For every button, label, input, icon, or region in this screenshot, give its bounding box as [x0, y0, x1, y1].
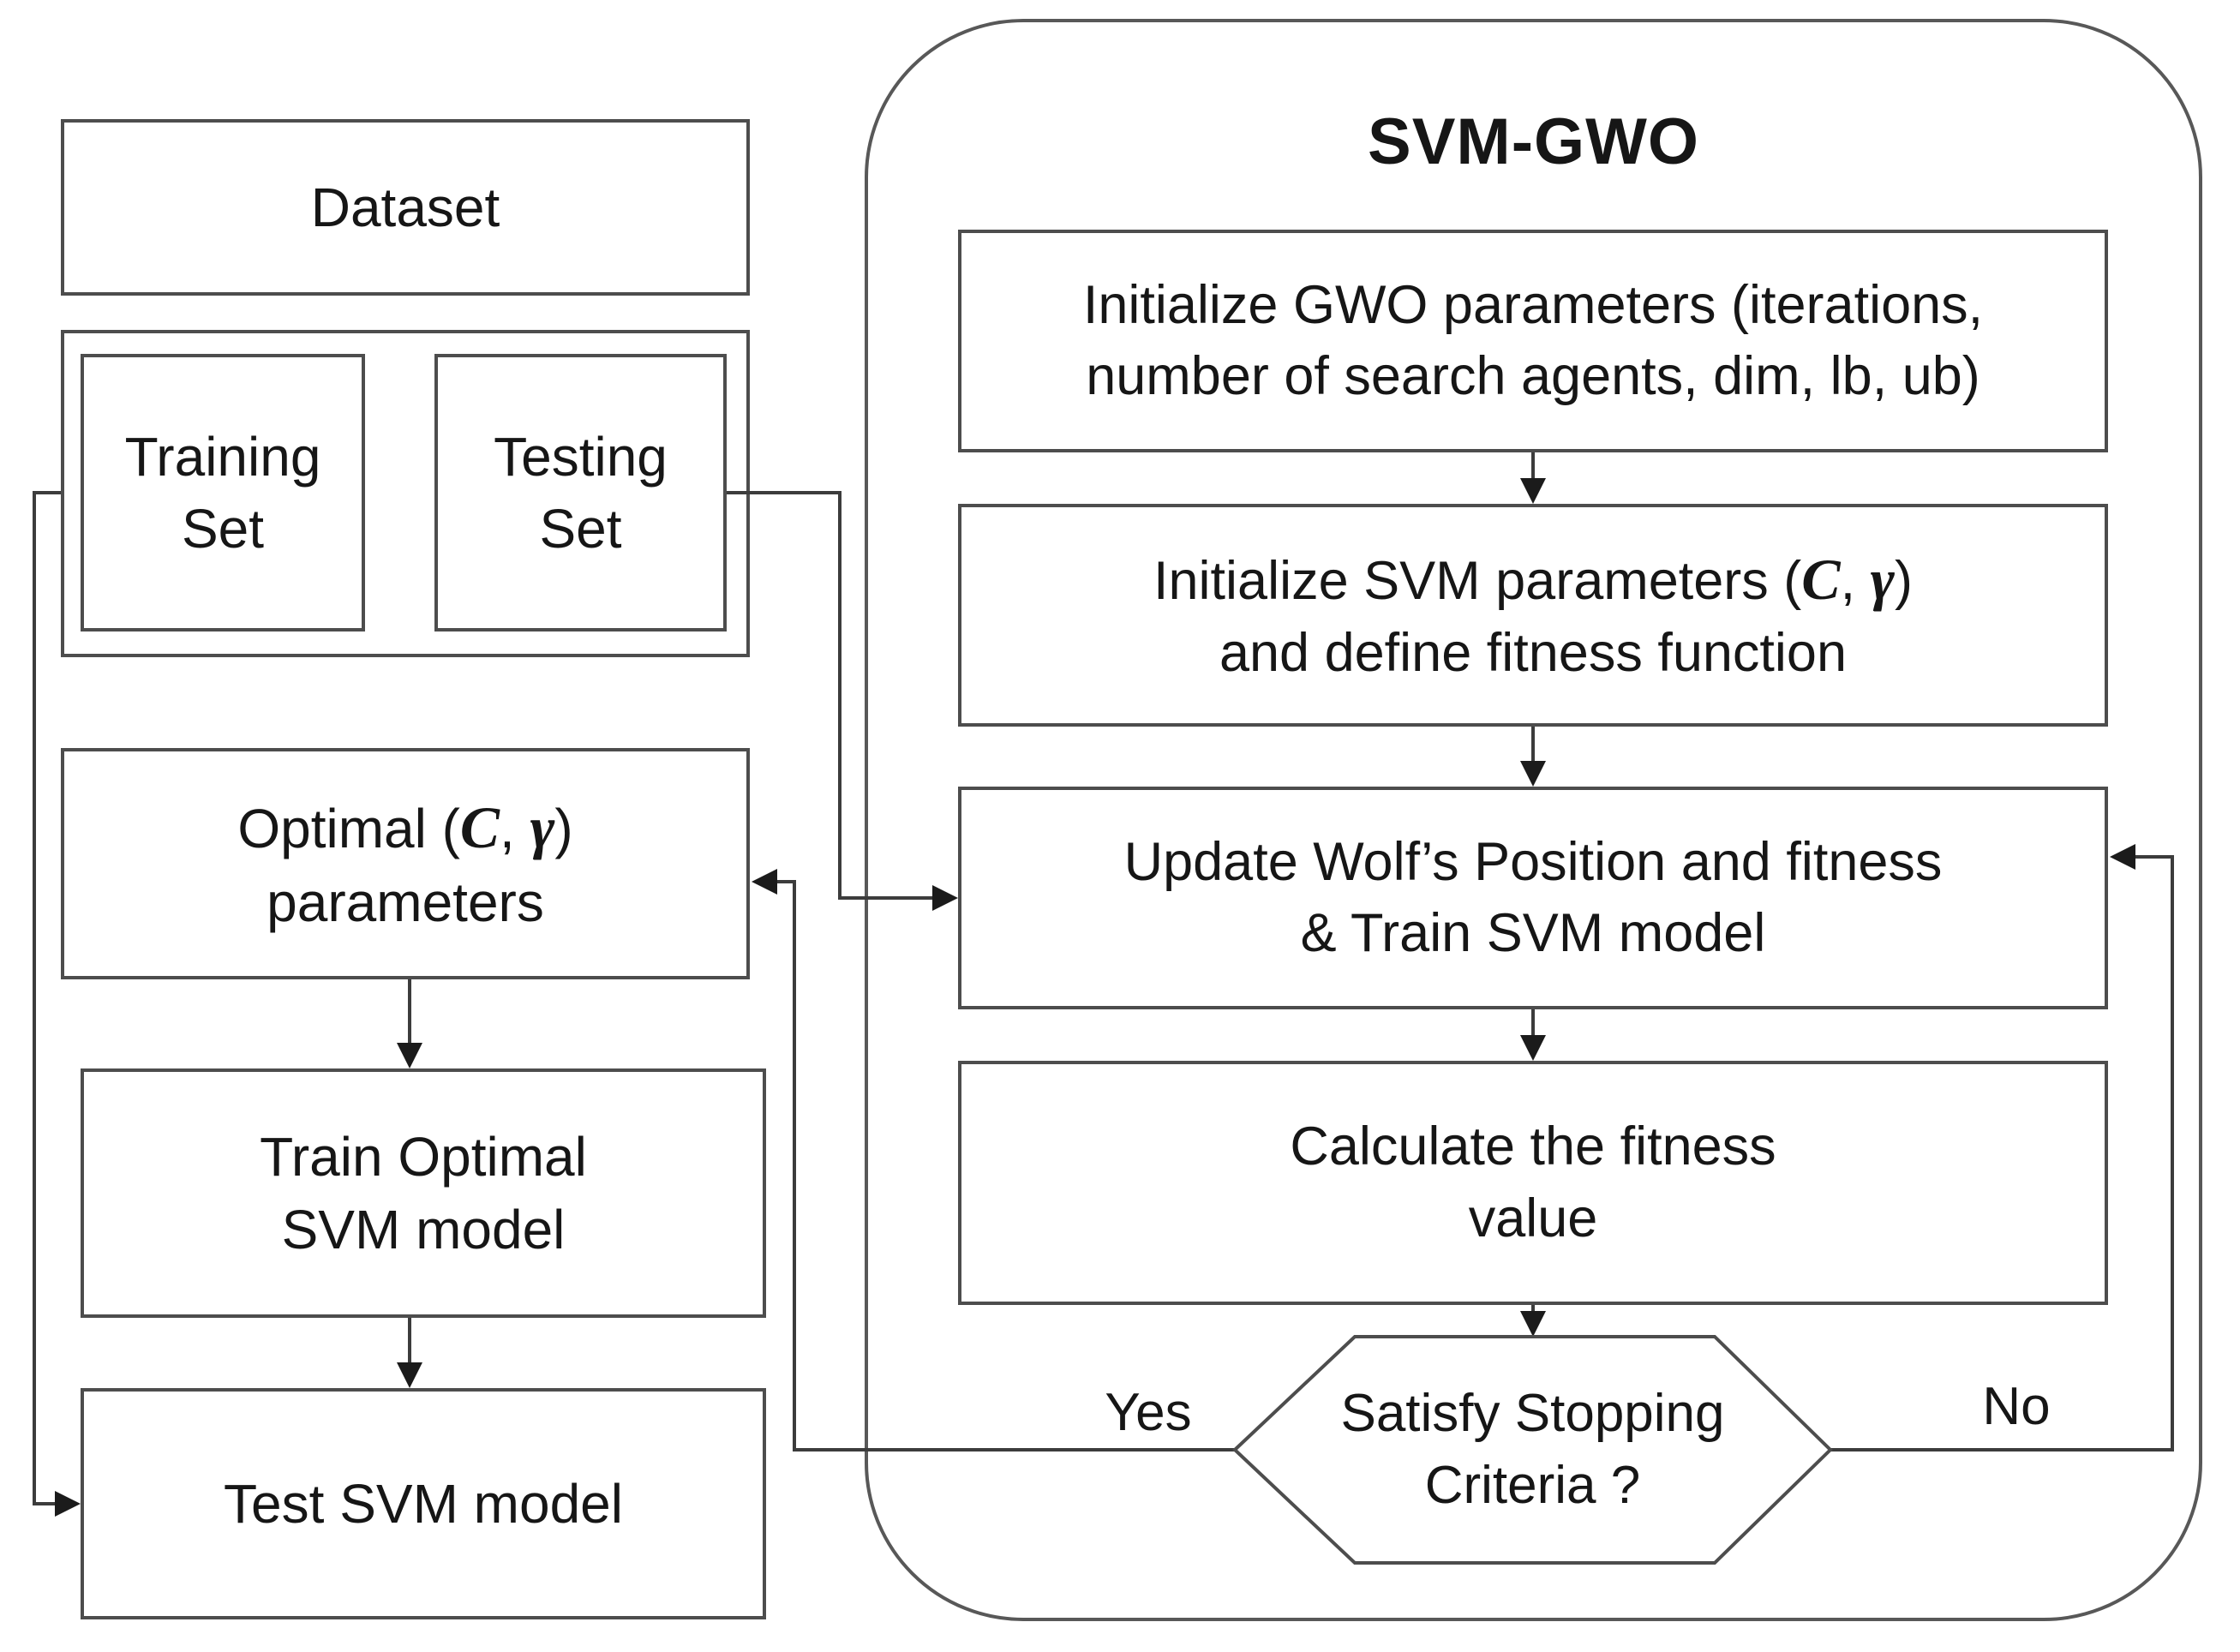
- line-trainingset-to-testbox: [33, 491, 61, 1505]
- init-gwo-box: Initialize GWO parameters (iterations,nu…: [958, 230, 2108, 452]
- dataset-box: Dataset: [61, 119, 750, 296]
- yes-label: Yes: [1105, 1383, 1192, 1442]
- optimal-params-box: Optimal (C, γ)parameters: [61, 748, 750, 979]
- init-svm-box: Initialize SVM parameters (C, γ)and defi…: [958, 504, 2108, 727]
- arrowhead-trainoptimal: [397, 1043, 422, 1068]
- update-wolf-box: Update Wolf’s Position and fitness& Trai…: [958, 787, 2108, 1009]
- svm-gwo-title: SVM-GWO: [1368, 105, 1699, 178]
- arrowhead-testbox-top: [397, 1362, 422, 1388]
- test-svm-box: Test SVM model: [81, 1388, 766, 1619]
- no-label: No: [1982, 1377, 2051, 1436]
- arrowhead-testbox-left: [55, 1491, 81, 1517]
- arrowhead-optimalbox-right: [752, 869, 777, 895]
